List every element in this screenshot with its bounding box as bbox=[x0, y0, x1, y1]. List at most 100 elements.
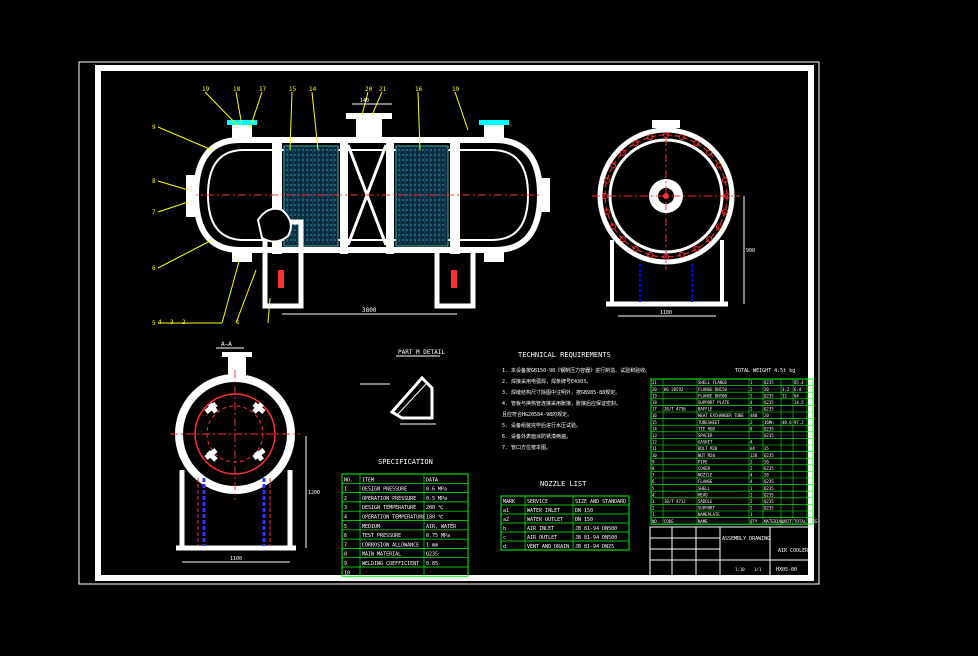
parts-cell: MATERIAL bbox=[764, 519, 784, 524]
table-cell: b bbox=[503, 526, 506, 532]
balloon-number: 15 bbox=[289, 86, 297, 93]
parts-cell: TIE ROD bbox=[698, 426, 715, 431]
table-cell: DN 150 bbox=[575, 517, 593, 523]
dim-shell-length: 3800 bbox=[362, 307, 377, 314]
table-cell: WELDING COEFFICIENT bbox=[362, 561, 419, 567]
tech-line: 2. 焊接采用电弧焊，焊条牌号E4303。 bbox=[502, 378, 591, 385]
table-cell: ITEM bbox=[362, 477, 374, 483]
balloon-number: 21 bbox=[379, 86, 387, 93]
parts-cell: 5 bbox=[652, 486, 655, 491]
table-cell: 6 bbox=[344, 533, 347, 539]
parts-cell: Q235 bbox=[764, 479, 774, 484]
parts-cell: HG 20592 bbox=[664, 387, 684, 392]
title-block-sheet: 1/1 bbox=[754, 567, 762, 572]
balloon-number: 9 bbox=[152, 124, 156, 131]
parts-cell: 480 bbox=[750, 413, 758, 418]
parts-list: TOTAL WEIGHT 4.5t kg 2120191817161514131… bbox=[650, 368, 818, 525]
table-cell: WATER OUTLET bbox=[527, 517, 563, 523]
parts-cell: 16Mn bbox=[764, 420, 774, 425]
balloon-number: 4 bbox=[158, 319, 162, 326]
parts-cell: 4 bbox=[750, 400, 753, 405]
parts-cell: 2 bbox=[750, 492, 753, 497]
tech-line: 1. 本设备按GB150-98《钢制压力容器》进行制造、试验和验收。 bbox=[502, 367, 650, 374]
balloon-number: 2 bbox=[182, 319, 186, 326]
title-block-company: ASSEMBLY DRAWING bbox=[722, 536, 770, 542]
parts-cell: Q235 bbox=[764, 426, 774, 431]
parts-cell: 8 bbox=[652, 466, 655, 471]
parts-cell: BAFFLE bbox=[698, 407, 713, 412]
table-cell: MARK bbox=[503, 499, 515, 505]
table-cell: 0.75 MPa bbox=[426, 533, 450, 539]
table-cell: AIR OUTLET bbox=[527, 535, 557, 541]
parts-cell: TUBESHEET bbox=[698, 420, 720, 425]
parts-cell: Q235 bbox=[764, 393, 774, 398]
parts-cell: 12 bbox=[652, 440, 657, 445]
parts-cell: Q235 bbox=[764, 433, 774, 438]
parts-cell: 4 bbox=[750, 473, 753, 478]
parts-cell: PIPE bbox=[698, 459, 708, 464]
table-cell: 7 bbox=[344, 542, 347, 548]
table-cell: OPERATION PRESSURE bbox=[362, 496, 416, 502]
parts-cell: CODE bbox=[664, 519, 674, 524]
parts-cell: 4 bbox=[750, 479, 753, 484]
table-cell: 4 bbox=[344, 515, 347, 521]
parts-cell: 2 bbox=[750, 506, 753, 511]
tech-line: 且应符合HG20584-98的规定。 bbox=[502, 411, 572, 418]
table-cell: 5 bbox=[344, 524, 347, 530]
dim-side-width: 1100 bbox=[660, 310, 672, 316]
parts-cell: SUPPORT PLATE bbox=[698, 400, 730, 405]
dim-top-left: 140 bbox=[360, 98, 369, 104]
balloon-number: 19 bbox=[452, 86, 460, 93]
parts-cell: HEAD bbox=[698, 492, 708, 497]
table-cell: c bbox=[503, 535, 506, 541]
parts-cell: SHELL FLANGE bbox=[698, 380, 727, 385]
table-cell: 1 mm bbox=[426, 542, 438, 548]
table-cell: DN 150 bbox=[575, 508, 593, 514]
table-cell: a1 bbox=[503, 508, 509, 514]
side-view: 1100 900 bbox=[592, 120, 755, 317]
balloon-number: 6 bbox=[152, 265, 156, 272]
table-cell: JB 81-94 DN500 bbox=[575, 535, 617, 541]
dim-section-height: 1200 bbox=[308, 490, 320, 496]
parts-cell: TOTAL bbox=[794, 519, 807, 524]
parts-cell: 8 bbox=[750, 426, 753, 431]
table-cell: DESIGN TEMPERATURE bbox=[362, 505, 416, 511]
parts-cell: Q235 bbox=[764, 499, 774, 504]
parts-cell: 3 bbox=[652, 499, 655, 504]
parts-cell: 4 bbox=[750, 440, 753, 445]
table-cell: Q235 bbox=[426, 552, 438, 558]
balloon-number: 1 bbox=[236, 319, 240, 326]
table-cell: MAIN MATERIAL bbox=[362, 552, 401, 558]
balloon-number: 18 bbox=[233, 86, 241, 93]
parts-cell: 2 bbox=[750, 459, 753, 464]
table-cell: a2 bbox=[503, 517, 509, 523]
dim-section-width: 1100 bbox=[230, 556, 242, 562]
table-cell: 0.5 MPa bbox=[426, 496, 447, 502]
front-view: 3800 140 bbox=[157, 91, 550, 324]
parts-cell: NOZZLE bbox=[698, 473, 713, 478]
parts-cell: Q235 bbox=[764, 453, 774, 458]
table-cell: 10 bbox=[344, 570, 350, 576]
title-block-scale: 1:10 bbox=[735, 567, 745, 572]
tech-line: 6. 设备外表面涂防锈漆两遍。 bbox=[502, 433, 571, 440]
table-cell: JB 81-94 DN500 bbox=[575, 526, 617, 532]
tube-bundle-left bbox=[283, 145, 339, 247]
table-cell: 1 bbox=[344, 487, 347, 493]
parts-cell: 64 bbox=[794, 393, 799, 398]
parts-cell: 20 bbox=[764, 473, 769, 478]
parts-cell: 128 bbox=[750, 453, 758, 458]
parts-cell: SADDLE bbox=[698, 499, 713, 504]
parts-cell: 48.6 bbox=[782, 420, 792, 425]
table-cell: SERVICE bbox=[527, 499, 548, 505]
parts-cell: 7 bbox=[652, 473, 655, 478]
table-cell: OPERATION TEMPERATURE bbox=[362, 515, 425, 521]
parts-cell: HEAT EXCHANGER TUBE bbox=[698, 413, 744, 418]
parts-cell: JB/T 4736 bbox=[664, 407, 686, 412]
parts-cell: 13 bbox=[652, 433, 657, 438]
table-cell: JB 81-94 DN25 bbox=[575, 544, 614, 550]
